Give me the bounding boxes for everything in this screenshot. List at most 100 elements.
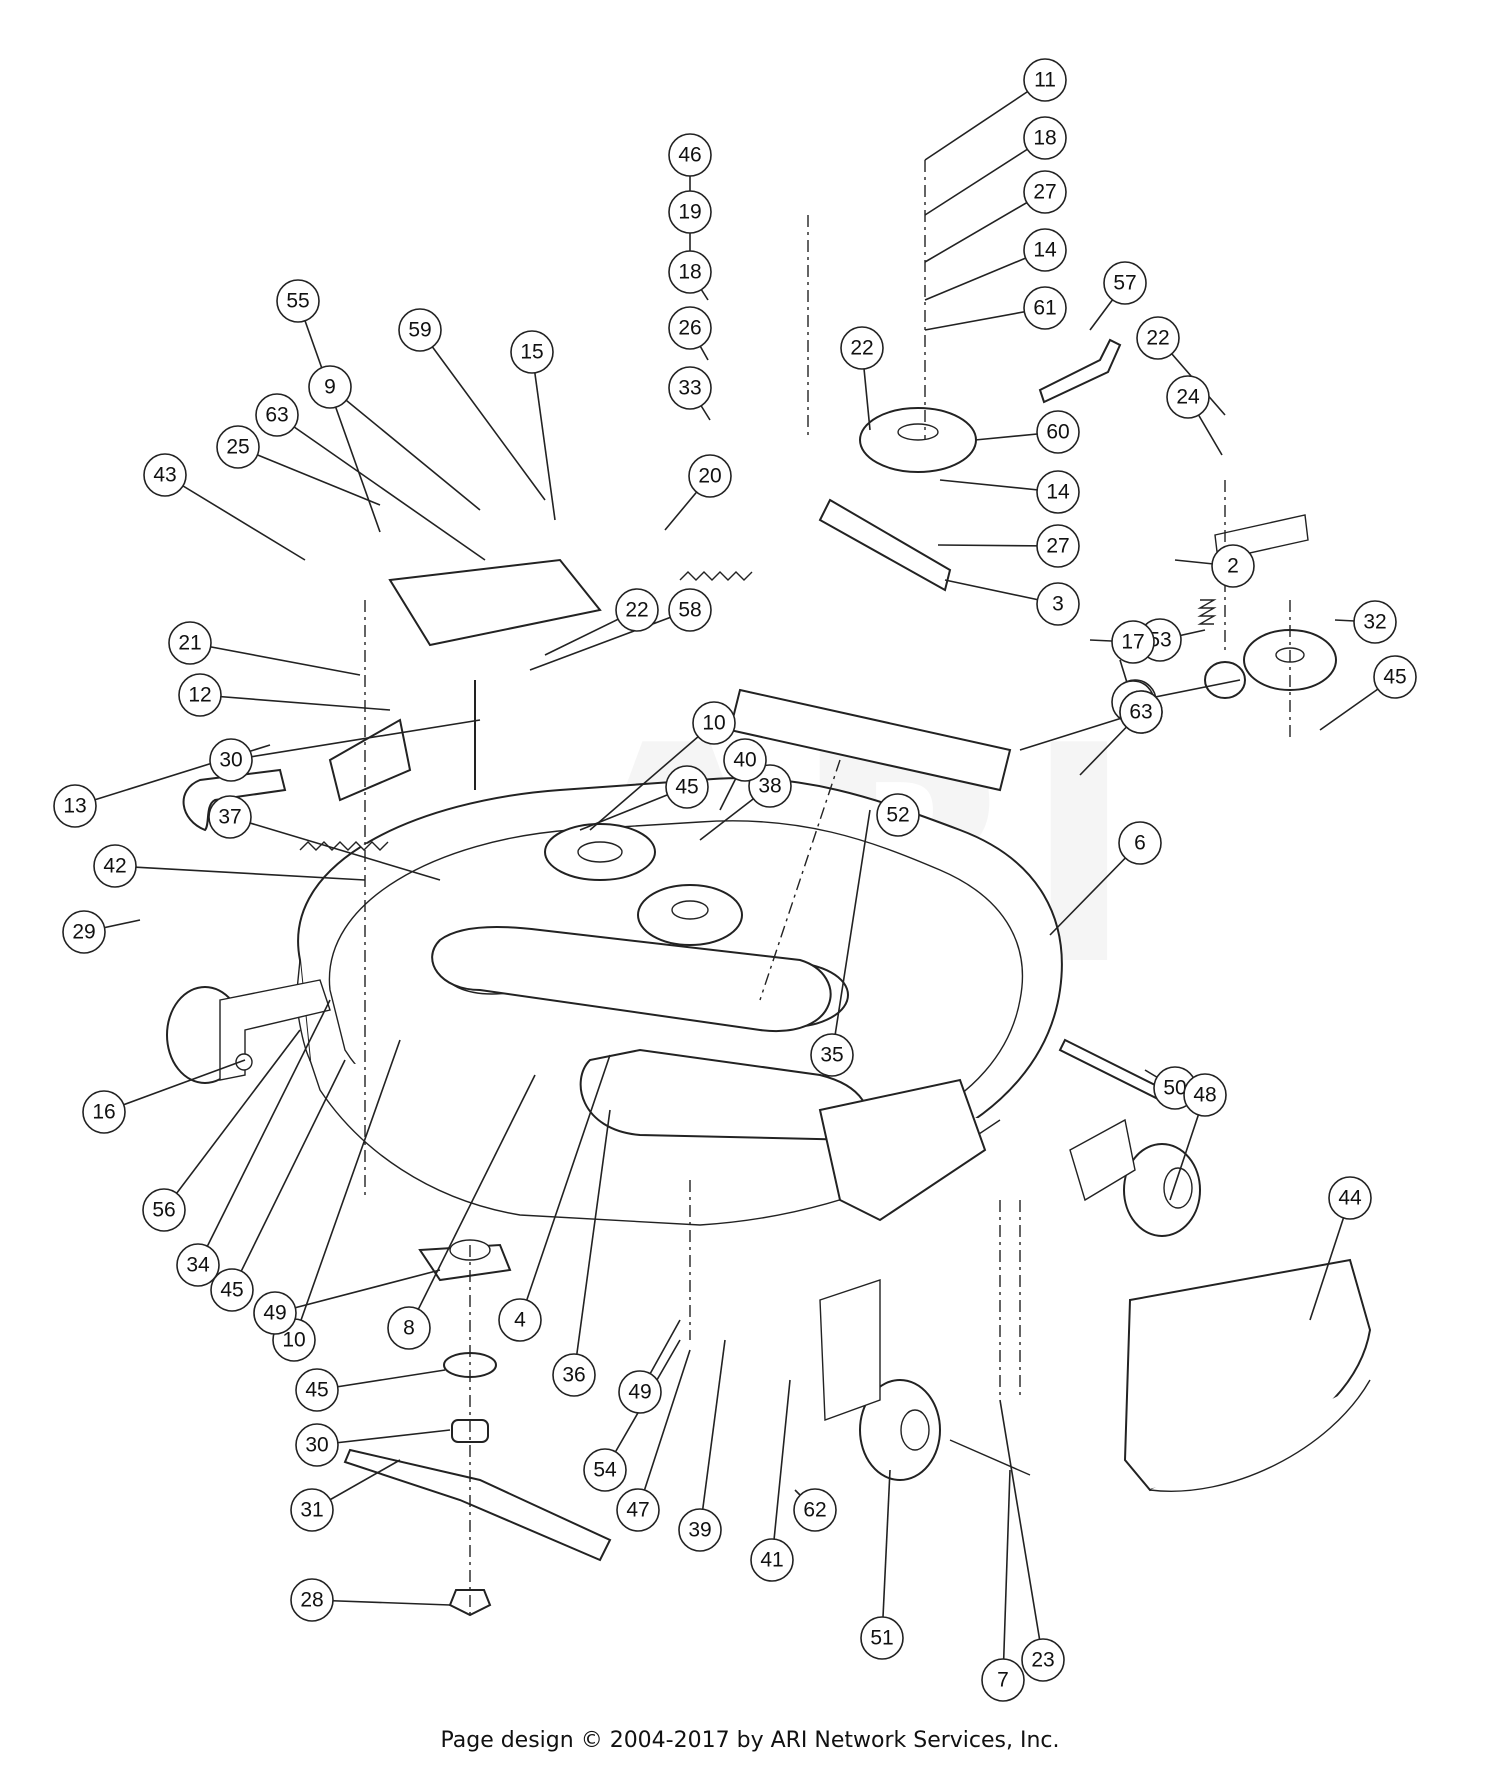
leader-line [189,642,361,676]
callout-number: 61 [1033,297,1056,320]
callout-number: 3 [1052,593,1064,616]
callout-44: 44 [1328,1176,1372,1220]
callout-number: 6 [1134,832,1146,855]
callout-number: 48 [1193,1084,1216,1107]
callout-number: 35 [820,1044,843,1067]
callout-60: 60 [1036,410,1080,454]
callout-46: 46 [668,133,712,177]
callout-49: 49 [253,1291,297,1335]
callout-circle [510,330,554,374]
callout-number: 56 [152,1199,175,1222]
callout-circle [1021,1638,1065,1682]
callout-36: 36 [552,1353,596,1397]
callout-number: 31 [300,1499,323,1522]
callout-circle [688,454,732,498]
callout-circle [498,1298,542,1342]
callout-56: 56 [142,1188,186,1232]
callout-circle [616,1488,660,1532]
callout-circle [668,190,712,234]
callout-31: 31 [290,1488,334,1532]
callout-circle [552,1353,596,1397]
callout-45: 45 [295,1368,339,1412]
callout-54: 54 [583,1448,627,1492]
idler-arm [818,498,952,592]
callout-circle [208,795,252,839]
callout-26: 26 [668,306,712,350]
leader-line [293,1039,401,1341]
callout-circle [692,701,736,745]
callout-circle [1166,375,1210,419]
leader-line [573,1109,611,1376]
callout-circle [295,1368,339,1412]
callout-circle [723,738,767,782]
leader-line [229,816,441,881]
callout-circle [1118,821,1162,865]
callout-circle [290,1488,334,1532]
callout-circle [1023,170,1067,214]
callout-number: 29 [72,921,95,944]
callout-number: 9 [324,376,336,399]
callout-circle [168,621,212,665]
callout-circle [178,673,222,717]
callout-circle [176,1243,220,1287]
callout-10: 10 [692,701,736,745]
callout-22: 22 [840,326,884,370]
callout-number: 22 [1146,327,1169,350]
callout-circle [668,366,712,410]
callout-number: 20 [698,465,721,488]
callout-49: 49 [618,1370,662,1414]
callout-circle [1036,524,1080,568]
callout-number: 45 [220,1279,243,1302]
leader-line [274,1269,441,1314]
callout-57: 57 [1103,261,1147,305]
callout-52: 52 [876,793,920,837]
callout-13: 13 [53,784,97,828]
callout-40: 40 [723,738,767,782]
callout-27: 27 [1023,170,1067,214]
callout-circle [668,250,712,294]
callout-14: 14 [1023,228,1067,272]
callout-number: 37 [218,806,241,829]
leader-line [699,1339,726,1531]
callout-number: 12 [188,684,211,707]
callout-circle [860,1616,904,1660]
callout-37: 37 [208,795,252,839]
callout-number: 25 [226,436,249,459]
callout-number: 22 [625,599,648,622]
callout-21: 21 [168,621,212,665]
callout-number: 34 [186,1254,210,1277]
callout-circle [216,425,260,469]
handle-57 [1038,338,1122,404]
callout-circle [209,738,253,782]
callout-circle [387,1306,431,1350]
callout-47: 47 [616,1488,660,1532]
callout-number: 24 [1176,386,1200,409]
callout-29: 29 [62,910,106,954]
callout-circle [1023,228,1067,272]
callout-circle [93,844,137,888]
leader-line [103,1059,246,1113]
callout-number: 49 [263,1302,286,1325]
callout-circle [1036,470,1080,514]
callout-51: 51 [860,1616,904,1660]
callout-number: 50 [1163,1077,1186,1100]
callout-7: 7 [981,1658,1025,1702]
callout-12: 12 [178,673,222,717]
callout-circle [668,306,712,350]
callout-4: 4 [498,1298,542,1342]
callout-number: 47 [626,1499,649,1522]
leader-line [637,1349,691,1511]
callout-17: 17 [1111,620,1155,664]
callout-14: 14 [1036,470,1080,514]
leader-line [276,414,486,561]
callout-8: 8 [387,1306,431,1350]
callout-number: 43 [153,464,176,487]
leader-line [419,329,546,501]
leader-line [924,79,1046,161]
callout-number: 14 [1046,481,1070,504]
callout-number: 17 [1121,631,1144,654]
callout-circle [1136,316,1180,360]
callout-circle [53,784,97,828]
callout-number: 10 [702,712,725,735]
callout-number: 30 [219,749,242,772]
